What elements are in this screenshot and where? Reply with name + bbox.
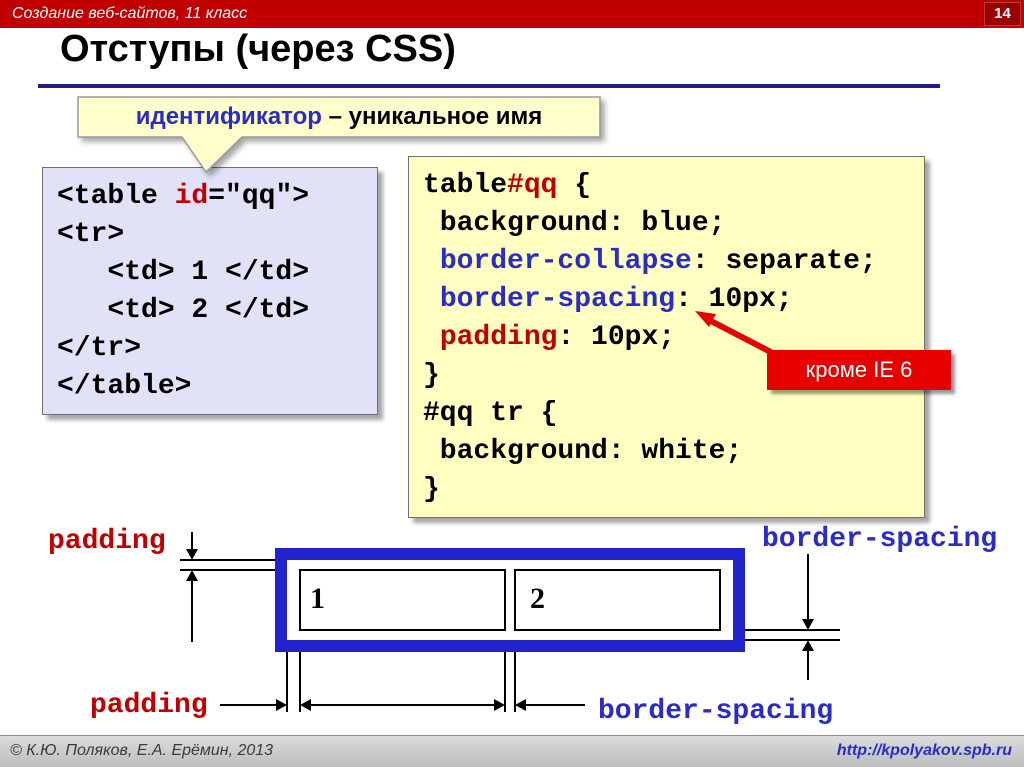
ie-note-arrow-icon [675,298,815,378]
callout-term: идентификатор [136,103,322,130]
label-padding-top: padding [48,526,166,557]
label-padding-bottom: padding [90,690,208,721]
slide-title: Отступы (через CSS) [60,28,456,71]
cell-2-number: 2 [530,582,545,615]
site-url-link[interactable]: http://kpolyakov.spb.ru [837,735,1012,767]
callout-definition: – уникальное имя [322,103,542,130]
table-cell-2 [515,570,720,630]
footer-bar: © К.Ю. Поляков, Е.А. Ерёмин, 2013 http:/… [0,735,1024,767]
box-model-diagram: padding border-spacing padding border-sp… [40,520,1000,730]
css-code-box: table#qq { background: blue; border-coll… [408,156,925,518]
label-border-spacing-bottom: border-spacing [598,696,833,727]
cell-1-number: 1 [310,582,325,615]
html-code-box: <table id="qq"><tr> <td> 1 </td> <td> 2 … [42,167,378,415]
page-number: 14 [984,2,1021,26]
table-cell-1 [300,570,505,630]
label-border-spacing-top: border-spacing [762,524,997,555]
course-title: Создание веб-сайтов, 11 класс [12,0,247,28]
top-bar: Создание веб-сайтов, 11 класс 14 [0,0,1024,28]
copyright-text: © К.Ю. Поляков, Е.А. Ерёмин, 2013 [10,735,273,767]
callout-text: идентификатор – уникальное имя [78,99,600,135]
title-underline [38,84,940,88]
